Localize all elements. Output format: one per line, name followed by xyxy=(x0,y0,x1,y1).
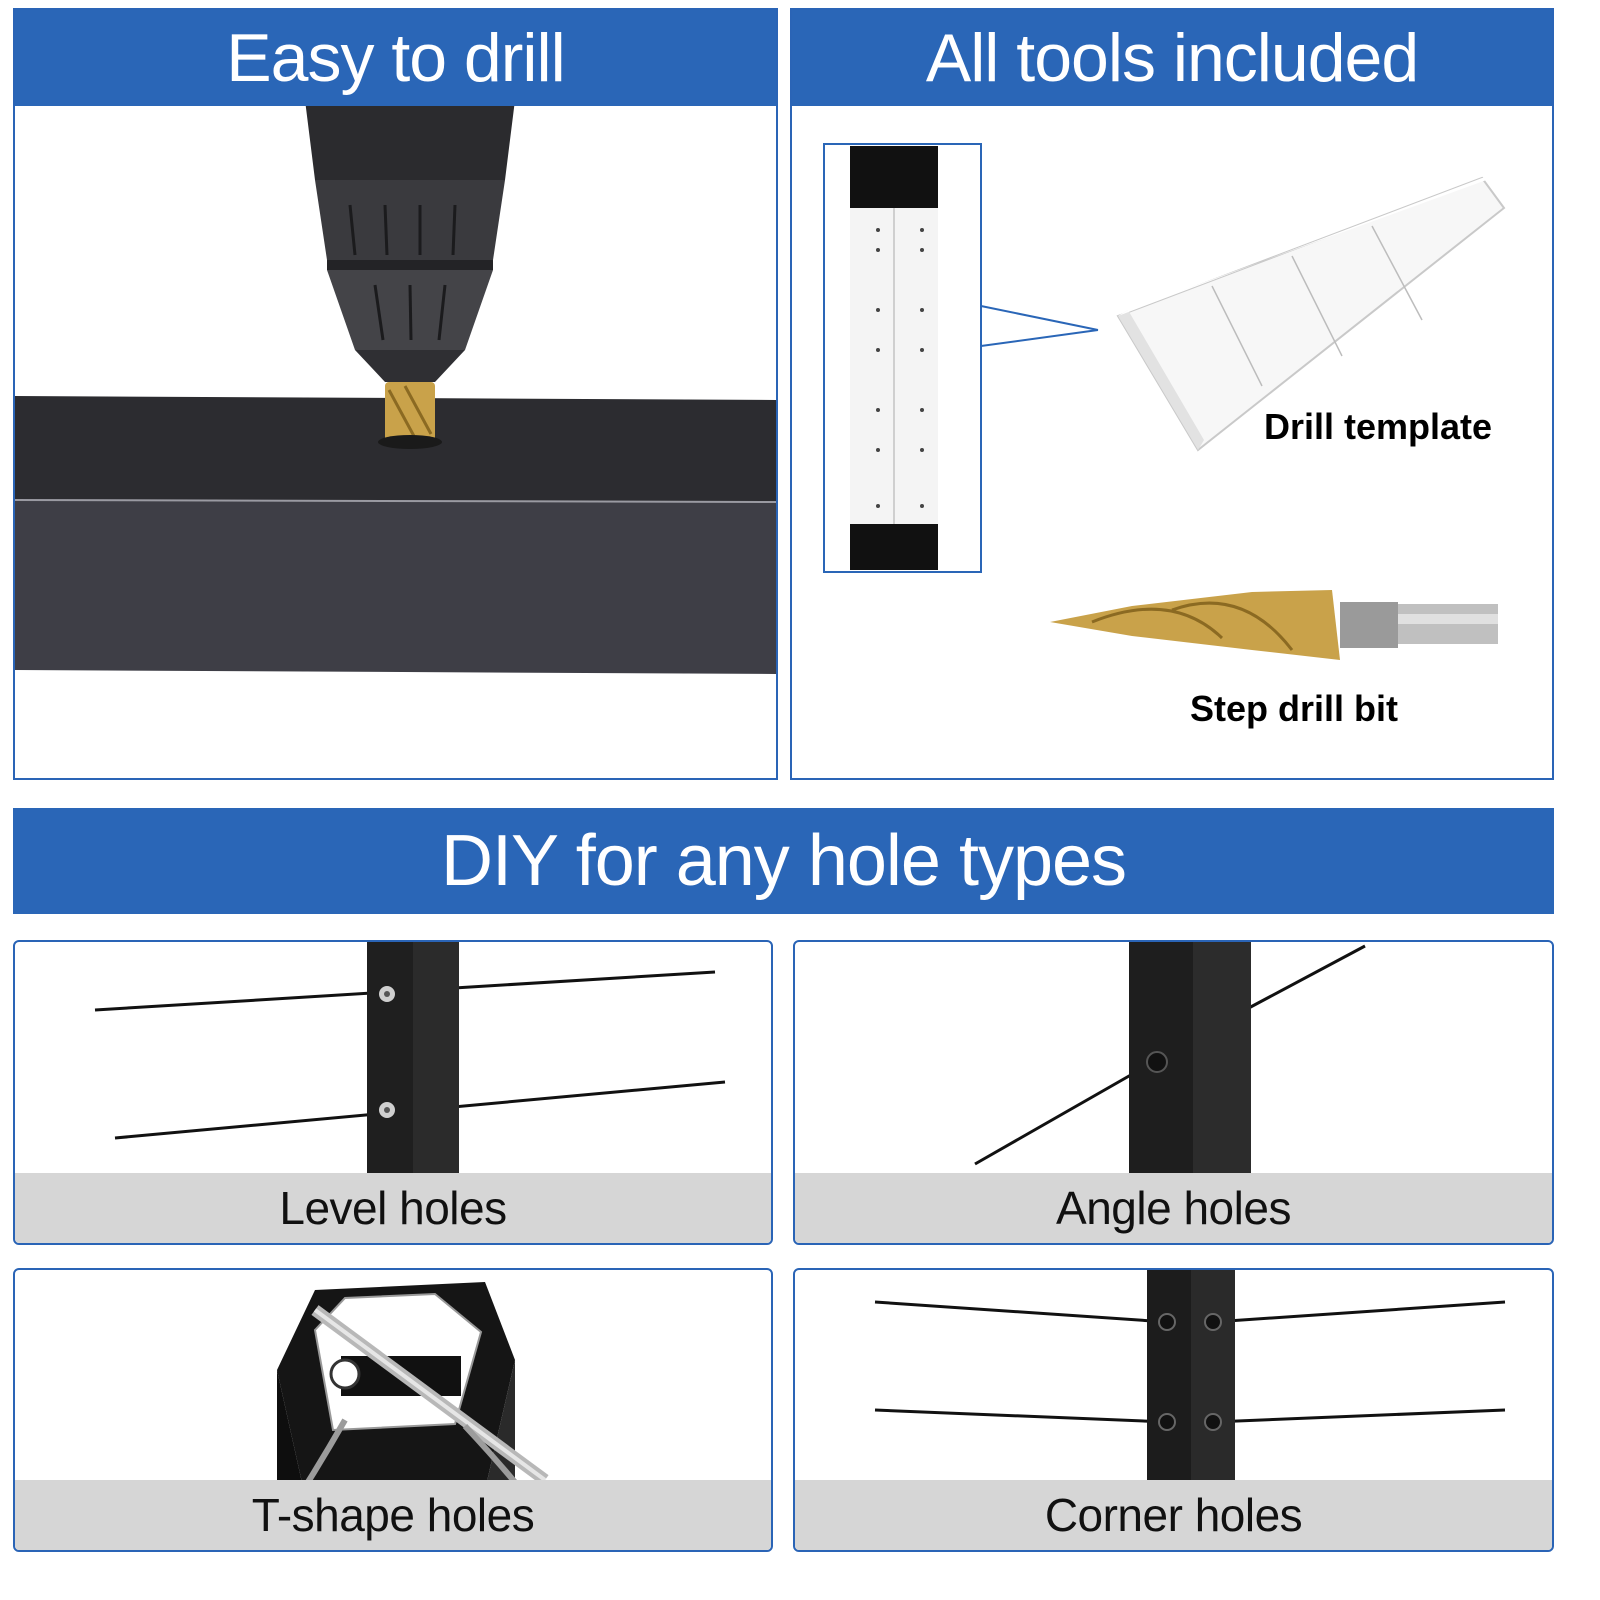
t-shape-holes-panel: T-shape holes xyxy=(13,1268,773,1552)
easy-to-drill-panel: Easy to drill xyxy=(13,8,778,780)
corner-holes-caption: Corner holes xyxy=(795,1480,1552,1550)
t-shape-holes-illustration xyxy=(260,1282,572,1550)
level-holes-panel: Level holes xyxy=(13,940,773,1245)
angle-holes-illustration xyxy=(974,942,1366,1182)
step-drill-bit-label: Step drill bit xyxy=(1190,688,1399,729)
tools-included-title: All tools included xyxy=(792,10,1552,106)
drill-template-label: Drill template xyxy=(1264,406,1493,447)
angle-holes-panel: Angle holes xyxy=(793,940,1554,1245)
t-shape-holes-caption: T-shape holes xyxy=(15,1480,771,1550)
angle-holes-caption: Angle holes xyxy=(795,1173,1552,1243)
corner-holes-illustration xyxy=(874,1270,1506,1484)
diy-banner: DIY for any hole types xyxy=(13,808,1554,914)
drill-into-post-illustration xyxy=(15,100,776,674)
level-holes-illustration xyxy=(94,942,726,1182)
level-holes-caption: Level holes xyxy=(15,1173,771,1243)
tools-included-panel: All tools included Drill template Step d… xyxy=(790,8,1554,780)
tools-illustration xyxy=(823,143,1506,660)
easy-to-drill-title: Easy to drill xyxy=(15,10,776,106)
diy-banner-title: DIY for any hole types xyxy=(440,821,1127,901)
corner-holes-panel: Corner holes xyxy=(793,1268,1554,1552)
